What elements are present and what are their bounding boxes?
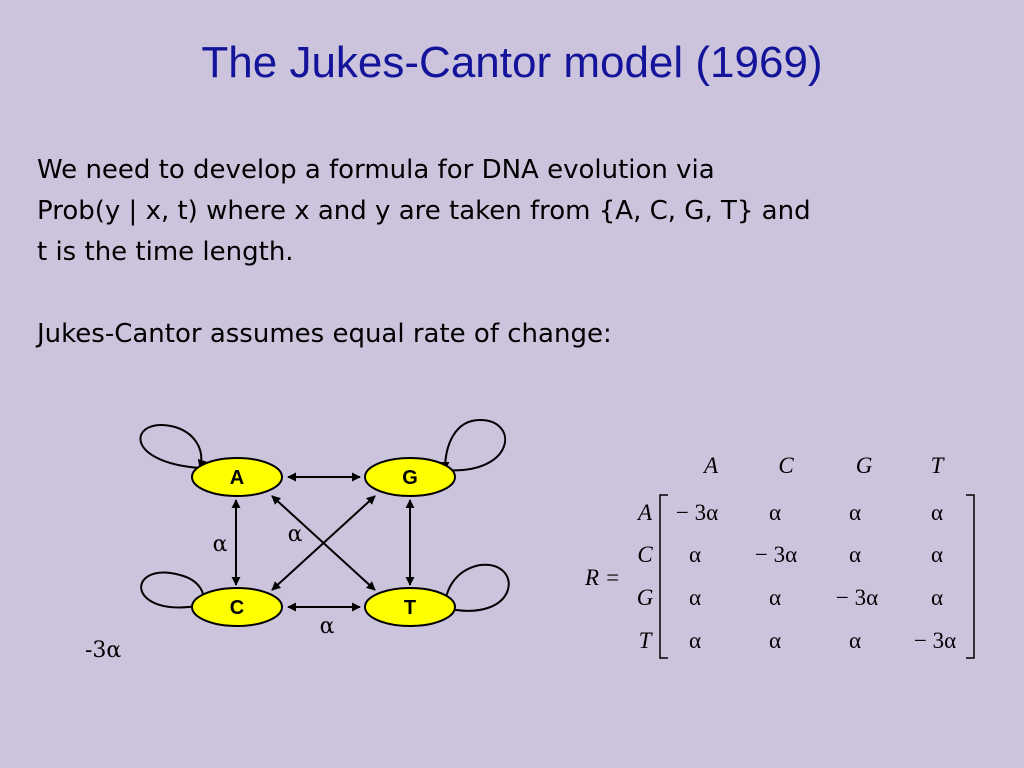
row-header-c: C [637,542,653,567]
matrix-cell: − 3α [914,628,956,653]
paragraph-line-3: t is the time length. [37,237,294,267]
matrix-cell: α [849,500,861,525]
node-a: A [191,457,283,497]
matrix-left-bracket [659,494,668,659]
paragraph-2: Jukes-Cantor assumes equal rate of chang… [37,319,612,349]
paragraph-line-2: Prob(y | x, t) where x and y are taken f… [37,196,811,226]
col-header-t: T [931,453,946,478]
node-g: G [364,457,456,497]
matrix-cell: α [931,542,943,567]
matrix-cell: α [849,628,861,653]
node-c: C [191,587,283,627]
matrix-cell: α [689,585,701,610]
node-t: T [364,587,456,627]
row-header-g: G [637,585,654,610]
edge-g-c [271,495,376,591]
matrix-cell: − 3α [676,500,718,525]
self-loop-c [140,571,210,609]
rate-label-left: α [213,532,228,557]
self-loop-t [440,563,510,612]
body-text: We need to develop a formula for DNA evo… [37,150,997,355]
matrix-cell: α [931,500,943,525]
row-header-a: A [636,500,653,525]
matrix-cell: α [769,585,781,610]
col-header-g: G [856,453,873,478]
row-header-t: T [639,628,654,653]
rate-label-center: α [288,522,303,547]
matrix-cell: − 3α [755,542,797,567]
transition-graph [139,418,510,612]
col-header-a: A [702,453,719,478]
matrix-cell: α [931,585,943,610]
matrix-cell: α [689,628,701,653]
matrix-cell: α [689,542,701,567]
node-a-label: A [230,467,244,489]
matrix-cell: α [849,542,861,567]
self-loop-rate-label: -3α [85,638,121,663]
rate-label-bottom: α [320,614,335,639]
matrix-cell: α [769,500,781,525]
col-header-c: C [778,453,794,478]
self-loop-a [139,424,207,469]
node-t-label: T [404,597,416,619]
slide-title: The Jukes-Cantor model (1969) [201,38,823,87]
node-g-label: G [402,467,418,489]
matrix-cell: α [769,628,781,653]
node-c-label: C [230,597,244,619]
matrix-lhs: R = [584,565,620,590]
matrix-cell: − 3α [836,585,878,610]
self-loop-g [440,418,507,472]
matrix-right-bracket [966,494,975,659]
rate-matrix: R = A C G T A C G T − 3α α α α α − 3α α … [584,453,975,659]
paragraph-line-1: We need to develop a formula for DNA evo… [37,155,715,185]
